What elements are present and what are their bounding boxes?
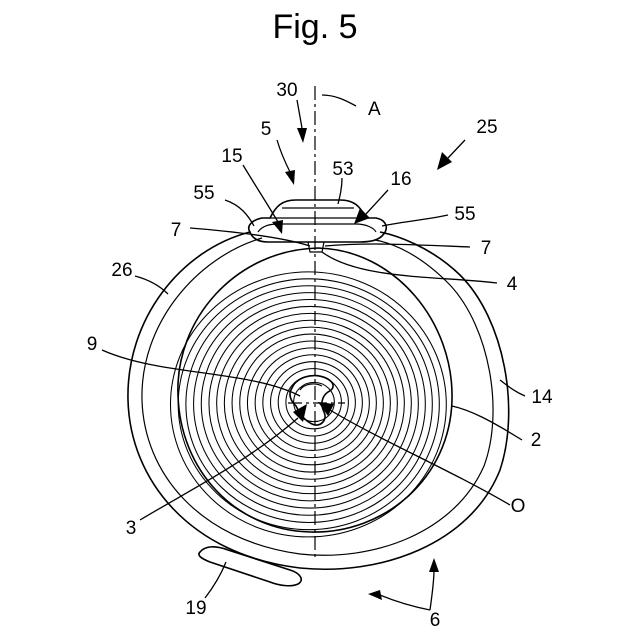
label-3: 3 (126, 518, 137, 539)
label-14: 14 (531, 387, 553, 408)
spring-coil (255, 348, 369, 458)
spring-coil (186, 286, 432, 523)
label-7-right: 7 (481, 238, 492, 259)
label-4: 4 (507, 274, 518, 295)
label-5: 5 (261, 119, 272, 140)
spring-coil (247, 341, 376, 465)
label-30: 30 (276, 80, 297, 101)
label-2: 2 (531, 430, 542, 451)
label-53: 53 (332, 159, 353, 180)
label-19: 19 (185, 598, 206, 619)
label-9: 9 (87, 334, 98, 355)
spring-coil (170, 272, 446, 537)
label-55-right: 55 (454, 204, 475, 225)
spring-coil (224, 320, 397, 486)
label-7-left: 7 (171, 220, 182, 241)
label-16: 16 (390, 169, 411, 190)
label-26: 26 (111, 260, 132, 281)
label-55-left: 55 (193, 183, 214, 204)
figure-title: Fig. 5 (272, 8, 357, 46)
label-6: 6 (430, 610, 441, 631)
label-25: 25 (476, 117, 497, 138)
spiral-spring (170, 272, 446, 537)
label-15: 15 (221, 146, 242, 167)
spring-coil (232, 327, 390, 479)
label-o: O (511, 496, 526, 517)
label-a: A (368, 99, 381, 120)
spring-coil (201, 300, 418, 509)
